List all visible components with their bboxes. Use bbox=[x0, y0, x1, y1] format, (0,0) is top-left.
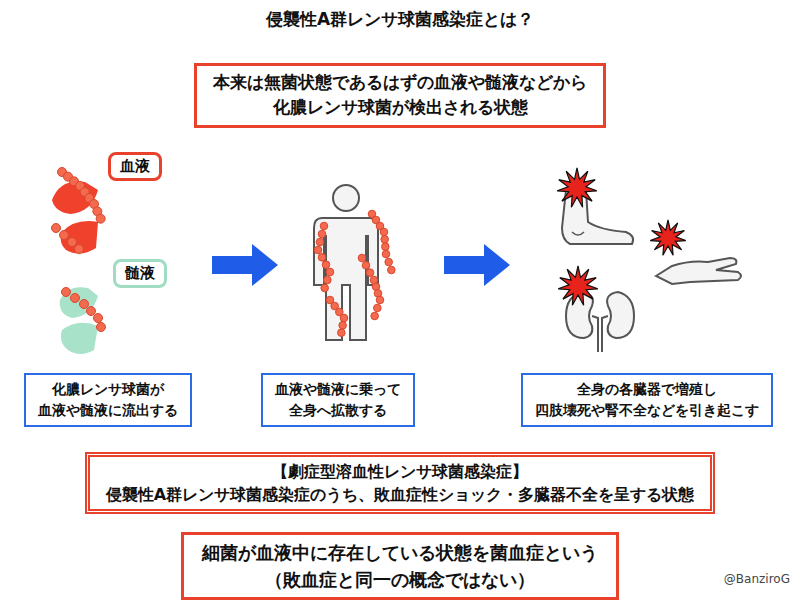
watermark: @BanziroG bbox=[724, 572, 790, 586]
box-text: 侵襲性A群レンサ球菌感染症のうち、敗血症性ショック・多臓器不全を呈する状態 bbox=[106, 483, 694, 506]
definition-box: 本来は無菌状態であるはずの血液や髄液などから 化膿レンサ球菌が検出される状態 bbox=[194, 63, 606, 128]
coccus bbox=[52, 224, 61, 233]
streptococcus-chain bbox=[58, 168, 106, 224]
coccus bbox=[320, 222, 328, 230]
streptococcus-chain bbox=[326, 296, 348, 336]
coccus bbox=[376, 296, 384, 304]
box-text: 血液 bbox=[120, 156, 150, 177]
flow-arrow bbox=[444, 244, 510, 286]
streptococcus-chain bbox=[314, 222, 334, 292]
step-box: 血液や髄液に乗って 全身へ拡散する bbox=[261, 373, 415, 427]
streptococcus-chain bbox=[358, 254, 384, 320]
coccus bbox=[339, 322, 347, 330]
streptococcus-chain bbox=[62, 288, 106, 332]
coccus bbox=[316, 238, 324, 246]
flow-arrow bbox=[212, 244, 278, 286]
coccus bbox=[94, 314, 103, 323]
coccus bbox=[87, 307, 96, 316]
coccus bbox=[60, 231, 69, 240]
coccus bbox=[326, 268, 334, 276]
coccus bbox=[380, 228, 388, 236]
coccus bbox=[71, 294, 80, 303]
starburst bbox=[558, 266, 598, 305]
step-box: 化膿レンサ球菌が 血液や髄液に流出する bbox=[24, 373, 192, 427]
coccus bbox=[75, 245, 84, 254]
starburst bbox=[650, 220, 686, 255]
coccus bbox=[382, 250, 390, 258]
definition-box: 【劇症型溶血性レンサ球菌感染症】侵襲性A群レンサ球菌感染症のうち、敗血症性ショッ… bbox=[85, 452, 715, 514]
coccus bbox=[388, 266, 396, 274]
coccus bbox=[96, 214, 105, 223]
streptococcus-chain bbox=[368, 210, 395, 274]
human-figure bbox=[314, 185, 378, 340]
streptococcus-chain bbox=[52, 224, 84, 254]
hand-icon bbox=[656, 258, 741, 284]
coccus bbox=[318, 254, 326, 262]
coccus bbox=[321, 284, 329, 292]
coccus bbox=[80, 300, 89, 309]
csf-drop bbox=[60, 287, 98, 354]
box-text: （敗血症と同一の概念ではない） bbox=[202, 566, 598, 593]
coccus bbox=[97, 323, 106, 332]
coccus bbox=[314, 246, 322, 254]
box-text: 血液や髄液に乗って 全身へ拡散する bbox=[275, 379, 401, 421]
box-text: 化膿レンサ球菌が 血液や髄液に流出する bbox=[38, 379, 178, 421]
box-text: 髄液 bbox=[125, 263, 155, 284]
box-text: 細菌が血液中に存在している状態を菌血症という bbox=[202, 539, 598, 566]
box-text: 全身の各臓器で増殖し 四肢壊死や腎不全などを引き起こす bbox=[535, 379, 759, 421]
coccus bbox=[358, 254, 366, 262]
coccus bbox=[371, 312, 379, 320]
coccus bbox=[381, 236, 389, 244]
diagram-title: 侵襲性A群レンサ球菌感染症とは？ bbox=[0, 8, 800, 31]
blood-drop bbox=[52, 181, 98, 253]
step-box: 全身の各臓器で増殖し 四肢壊死や腎不全などを引き起こす bbox=[521, 373, 773, 427]
coccus bbox=[340, 314, 348, 322]
starburst bbox=[557, 168, 597, 207]
note-box: 細菌が血液中に存在している状態を菌血症という（敗血症と同一の概念ではない） bbox=[181, 532, 619, 600]
coccus bbox=[338, 329, 346, 337]
kidney-icon bbox=[566, 292, 634, 352]
coccus bbox=[322, 261, 330, 269]
coccus bbox=[362, 262, 370, 270]
coccus bbox=[68, 238, 77, 247]
coccus bbox=[374, 304, 382, 312]
coccus bbox=[366, 269, 374, 277]
coccus bbox=[62, 288, 71, 297]
box-text: 【劇症型溶血性レンサ球菌感染症】 bbox=[106, 460, 694, 483]
coccus bbox=[318, 230, 326, 238]
speech-bubble: 髄液 bbox=[113, 259, 167, 288]
coccus bbox=[324, 276, 332, 284]
speech-bubble: 血液 bbox=[108, 152, 162, 181]
coccus bbox=[382, 243, 390, 251]
coccus bbox=[385, 258, 393, 266]
box-text: 本来は無菌状態であるはずの血液や髄液などから 化膿レンサ球菌が検出される状態 bbox=[213, 70, 587, 121]
